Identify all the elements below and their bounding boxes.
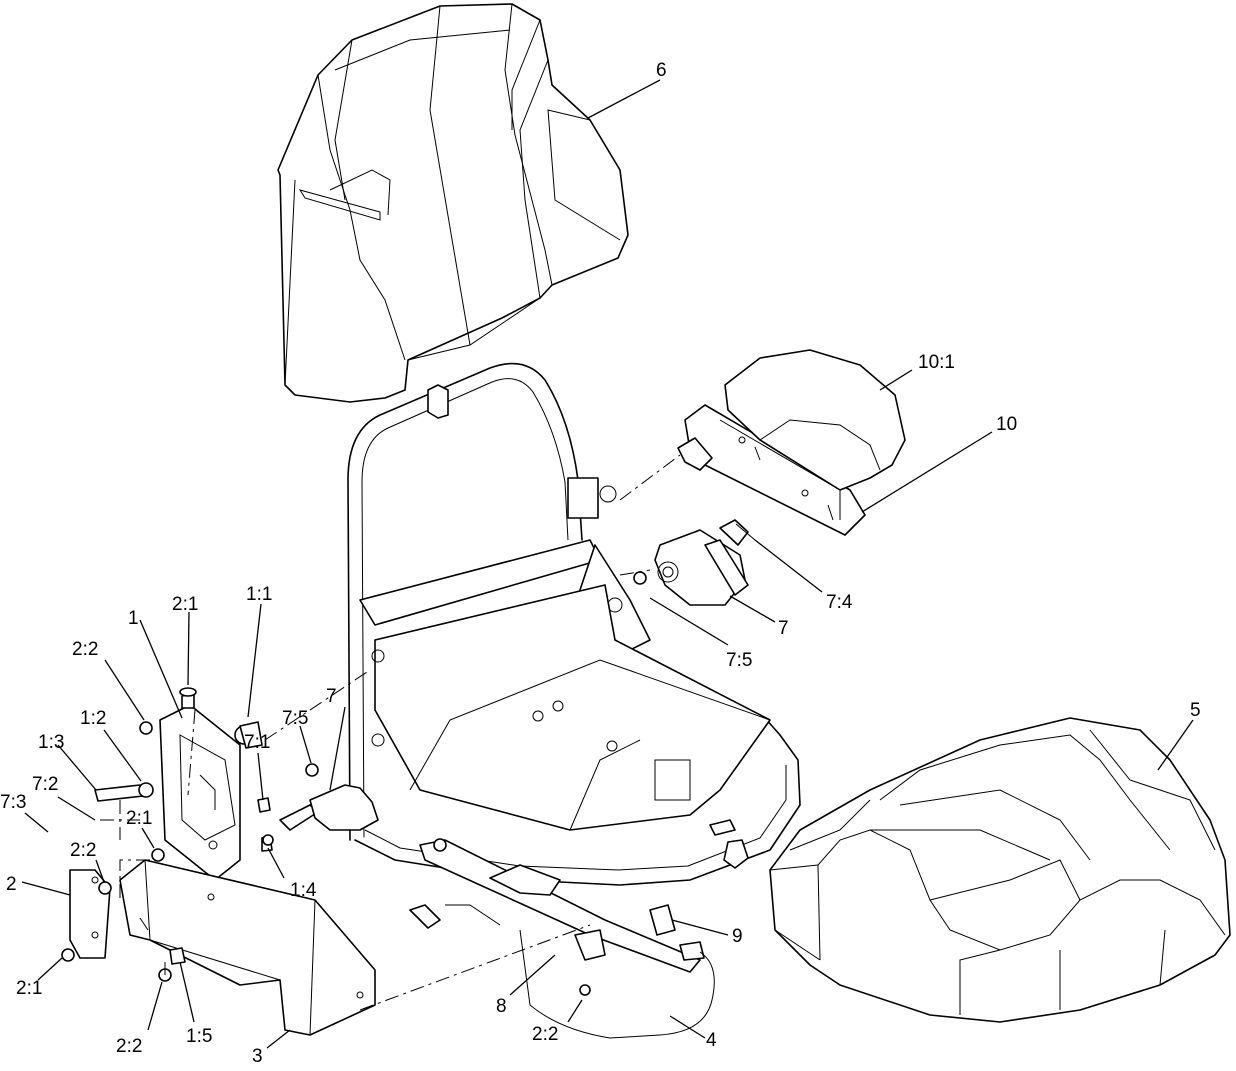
seat-back-cushion [277, 3, 629, 403]
callout-7-right: 7 [778, 618, 789, 639]
callout-1-1: 1:1 [246, 584, 272, 605]
armrest-bracket [677, 404, 866, 536]
callout-2-1-bottom: 2:1 [16, 978, 42, 999]
callout-7-4: 7:4 [826, 592, 853, 613]
callout-9: 9 [732, 926, 743, 947]
leader-lines [21, 79, 1194, 1049]
wire-harness [445, 904, 715, 1039]
callout-7-5-left: 7:5 [282, 708, 308, 729]
mounting-plate [119, 859, 376, 1036]
callout-6: 6 [656, 60, 667, 81]
callout-7-left: 7 [326, 686, 337, 707]
seat-cushion [769, 717, 1231, 1023]
seat-belt-retractor [633, 519, 756, 606]
slide-rail [409, 838, 701, 996]
callout-1-4: 1:4 [290, 880, 317, 901]
seat-frame [347, 362, 801, 886]
callout-10-1: 10:1 [918, 352, 955, 373]
callout-5: 5 [1190, 700, 1201, 721]
seat-belt-buckle [279, 763, 379, 831]
callout-2-1-mid: 2:1 [126, 808, 152, 829]
callout-2: 2 [6, 874, 17, 895]
callout-labels: 6 10:1 10 7:4 7 7:5 2:1 1:1 1 2:2 1:2 1:… [0, 60, 1201, 1067]
side-plate [61, 848, 172, 982]
callout-7-5-right: 7:5 [726, 650, 752, 671]
callout-2-2-bottom: 2:2 [116, 1036, 142, 1057]
callout-1-5: 1:5 [186, 1026, 212, 1047]
seat-switch [649, 904, 705, 961]
callout-2-2-mid: 2:2 [70, 840, 96, 861]
callout-1: 1 [128, 608, 139, 629]
callout-2-1-top: 2:1 [172, 594, 198, 615]
callout-7-2: 7:2 [32, 774, 58, 795]
callout-1-3: 1:3 [38, 732, 64, 753]
callout-7-3: 7:3 [0, 792, 26, 813]
callout-2-2-rail: 2:2 [532, 1024, 558, 1045]
callout-8: 8 [496, 996, 507, 1017]
callout-7-1: 7:1 [244, 732, 270, 753]
armrest-pad [724, 349, 906, 491]
callout-2-2-top: 2:2 [72, 639, 98, 660]
callout-1-2: 1:2 [80, 708, 106, 729]
mounting-bracket [94, 687, 274, 881]
callout-4: 4 [706, 1030, 717, 1051]
callout-3: 3 [252, 1046, 263, 1067]
callout-10: 10 [996, 414, 1017, 435]
assembly-lines [100, 454, 681, 1011]
